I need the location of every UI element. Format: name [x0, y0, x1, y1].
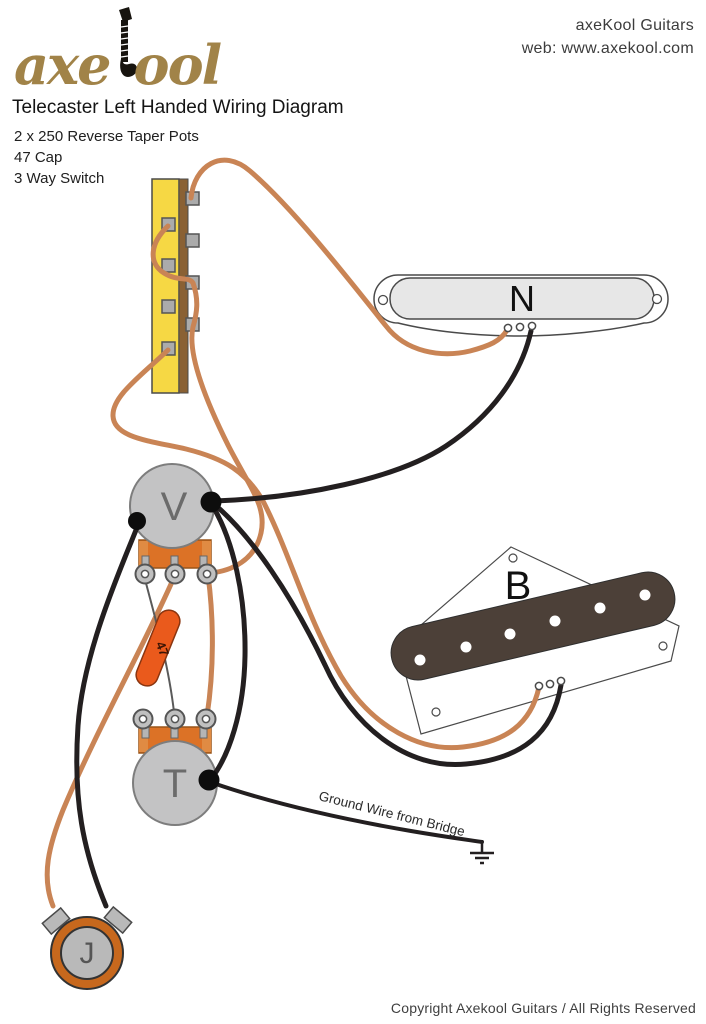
- company-info: axeKool Guitars web: www.axekool.com: [522, 14, 694, 60]
- bridge-pickup-bar: [390, 571, 676, 681]
- tone-lugs: [132, 708, 217, 730]
- logo-text-axe: axe: [14, 33, 112, 97]
- neck-mount-hole-left: [377, 294, 389, 306]
- wire-switch-to-neck: [188, 157, 510, 357]
- brand-logo: axe ool: [14, 6, 223, 97]
- wire-volume-to-bridge-ground: [211, 501, 564, 768]
- capacitor-body: [135, 609, 181, 687]
- wire-volume-to-jack-ground: [74, 522, 141, 909]
- volume-right-solder-blob: [200, 491, 222, 513]
- page-title: Telecaster Left Handed Wiring Diagram: [12, 97, 344, 118]
- copyright-notice: Copyright Axekool Guitars / All Rights R…: [390, 1000, 696, 1016]
- tone-base-tab-left: [139, 728, 148, 752]
- tone-pot: T: [132, 723, 218, 826]
- volume-lugs: [134, 563, 218, 585]
- spec-switch: 3 Way Switch: [14, 170, 105, 187]
- wire-volume-to-tone-ground: [208, 502, 248, 782]
- wire-volume-to-tone: [204, 572, 215, 719]
- wire-neck-to-volume-ground: [212, 328, 534, 504]
- neck-pickup: N: [373, 274, 669, 337]
- tone-base-tab-right: [202, 728, 211, 752]
- bridge-hole-right: [658, 641, 668, 651]
- three-way-switch: [151, 178, 200, 394]
- company-web: web: www.axekool.com: [521, 40, 694, 57]
- volume-pot: V: [129, 463, 215, 571]
- neck-eyelets: [503, 321, 537, 333]
- spec-list: 2 x 250 Reverse Taper Pots 47 Cap 3 Way …: [14, 126, 199, 189]
- jack-tab-right: [103, 905, 133, 935]
- ground-wires: [74, 328, 564, 909]
- ground-symbol-icon: [470, 840, 494, 865]
- bridge-eyelets: [534, 676, 566, 691]
- neck-pickup-label: N: [509, 278, 535, 319]
- logo-text-ool: ool: [133, 33, 223, 97]
- hot-wires: [44, 157, 542, 909]
- wire-tone-to-bridge-ground: [211, 781, 484, 844]
- jack-center: [60, 926, 114, 980]
- ground-wire-annotation: Ground Wire from Bridge: [317, 788, 466, 839]
- company-name: axeKool Guitars: [575, 17, 694, 34]
- bridge-pickup: B: [390, 546, 680, 735]
- capacitor: 47: [135, 609, 181, 687]
- bridge-pickup-label: B: [505, 564, 532, 608]
- spec-pots: 2 x 250 Reverse Taper Pots: [14, 128, 199, 145]
- output-jack-label: J: [80, 937, 95, 970]
- tone-solder-blob: [198, 769, 220, 791]
- output-jack: J: [50, 916, 124, 990]
- volume-base-tab-right: [202, 541, 211, 567]
- volume-pot-label: V: [161, 485, 188, 529]
- solder-points: [41, 321, 566, 936]
- bridge-hole-bottom: [431, 707, 441, 717]
- bridge-pole-pieces: [414, 589, 651, 666]
- tone-pot-label: T: [163, 762, 187, 806]
- spec-cap: 47 Cap: [14, 149, 63, 166]
- volume-left-solder-blob: [128, 512, 146, 530]
- bridge-hole-top: [508, 553, 518, 563]
- guitar-icon: [107, 6, 137, 94]
- jack-tab-left: [41, 906, 71, 936]
- capacitor-label: 47: [153, 639, 172, 658]
- wire-switch-to-bridge: [110, 347, 542, 751]
- neck-mount-hole-right: [651, 293, 663, 305]
- volume-base-tab-left: [139, 541, 148, 567]
- wire-switch-to-volume: [150, 223, 265, 576]
